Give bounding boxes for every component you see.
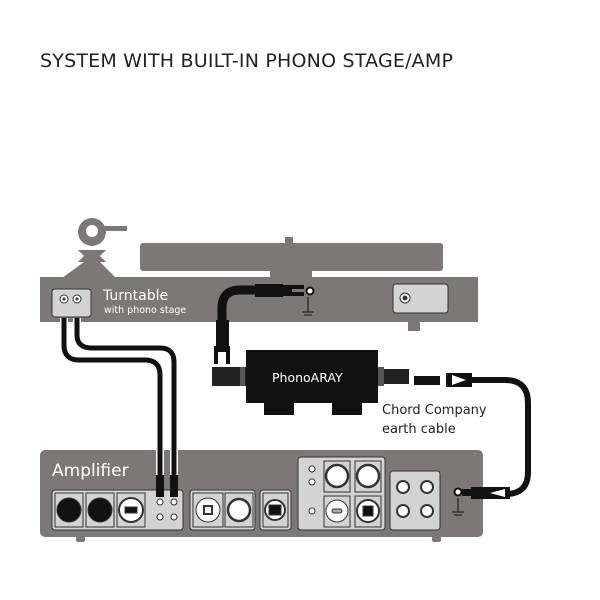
diagram-title: SYSTEM WITH BUILT-IN PHONO STAGE/AMP	[40, 50, 454, 72]
amplifier-sockets	[54, 460, 434, 528]
ground-symbol-icon	[302, 297, 314, 316]
rca-cables	[60, 318, 178, 497]
turntable-power-socket	[392, 283, 449, 314]
earth-cable-turntable	[214, 284, 304, 364]
amplifier-ground-post-icon	[453, 487, 463, 497]
turntable-sublabel: with phono stage	[104, 305, 186, 316]
amplifier-label: Amplifier	[52, 461, 129, 481]
tonearm-pivot-icon	[86, 225, 98, 237]
phonoaray-label: PhonoARAY	[272, 370, 343, 385]
earth-cable-label-line2: earth cable	[382, 422, 456, 437]
chord-earth-cable	[414, 373, 531, 499]
turntable-label: Turntable	[102, 288, 168, 304]
phonoaray-unit	[212, 350, 409, 415]
turntable-ground-post-icon	[305, 286, 315, 296]
ground-symbol-icon	[452, 498, 464, 516]
turntable-rca-panel	[51, 288, 92, 318]
earth-cable-label-line1: Chord Company	[382, 403, 487, 418]
